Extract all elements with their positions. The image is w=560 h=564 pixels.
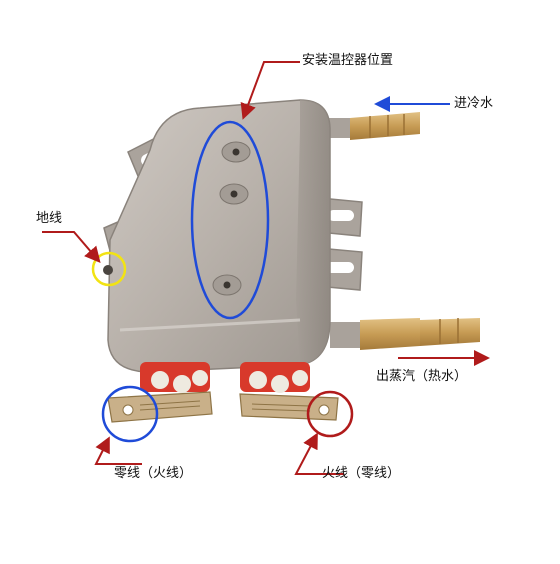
ground-wire-label: 地线 bbox=[36, 211, 63, 226]
thermostat-boss-top bbox=[221, 141, 251, 163]
cold-water-inlet-fitting bbox=[326, 112, 420, 140]
neutral-terminal-plate bbox=[107, 391, 213, 423]
live-marker bbox=[306, 390, 354, 438]
heater-body bbox=[107, 99, 331, 373]
live-terminal-plate bbox=[239, 393, 339, 421]
neutral-marker bbox=[101, 385, 159, 443]
ground-pointer-arrow bbox=[42, 231, 101, 264]
live-pointer-arrow bbox=[294, 432, 344, 475]
steam-outlet-label: 出蒸汽（热水） bbox=[376, 369, 468, 384]
thermostat-boss-bottom bbox=[212, 274, 242, 296]
thermostat-position-label: 安装温控器位置 bbox=[302, 53, 394, 68]
thermostat-boss-middle bbox=[219, 183, 249, 205]
live-wire-label: 火线（零线） bbox=[322, 466, 401, 481]
ground-marker bbox=[91, 251, 127, 287]
thermostat-area-marker bbox=[190, 120, 270, 320]
neutral-wire-label: 零线（火线） bbox=[114, 466, 193, 481]
thermostat-pointer-arrow bbox=[240, 61, 300, 120]
heating-element-terminals bbox=[140, 362, 310, 393]
ground-screw-hole bbox=[103, 265, 113, 275]
steam-outlet-fitting bbox=[330, 318, 480, 350]
neutral-pointer-arrow bbox=[94, 436, 142, 465]
cold-water-inlet-label: 进冷水 bbox=[454, 96, 494, 111]
